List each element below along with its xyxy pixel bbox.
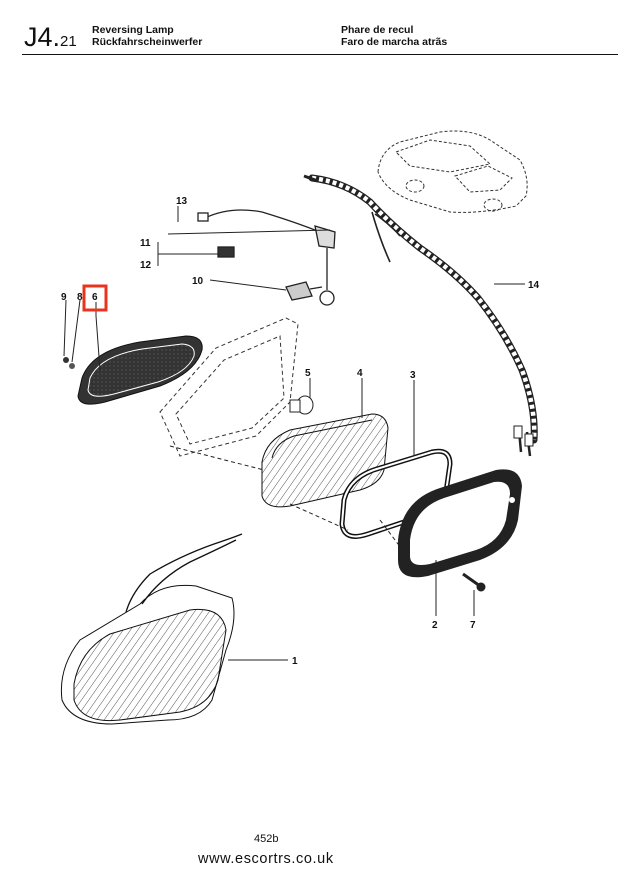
part-6-lens xyxy=(63,335,203,405)
callout-9: 9 xyxy=(61,292,67,303)
wiring-harness xyxy=(303,174,538,457)
part-2-bezel xyxy=(398,469,522,578)
drawing-reference: 452b xyxy=(254,833,279,845)
part-1-lamp-assembly xyxy=(60,533,243,725)
page-code: J4.21 xyxy=(24,24,77,55)
page-code-main: J4. xyxy=(24,22,61,52)
callout-8: 8 xyxy=(77,292,83,303)
highlight-box xyxy=(82,284,108,312)
title-french: Phare de recul xyxy=(341,24,414,36)
part-5-bulb xyxy=(289,395,314,415)
callout-2: 2 xyxy=(432,620,438,631)
callout-1: 1 xyxy=(292,656,298,667)
callout-13: 13 xyxy=(176,196,188,207)
callout-6: 6 xyxy=(92,292,98,303)
cable-assembly xyxy=(197,209,336,306)
car-outline xyxy=(377,130,528,213)
callout-4: 4 xyxy=(357,368,363,379)
website-url: www.escortrs.co.uk xyxy=(198,851,334,867)
title-german: Rückfahrscheinwerfer xyxy=(92,36,203,48)
title-english: Reversing Lamp xyxy=(92,24,174,36)
leader-lines xyxy=(63,206,525,661)
callout-14: 14 xyxy=(528,280,540,291)
callout-12: 12 xyxy=(140,260,152,271)
callout-10: 10 xyxy=(192,276,204,287)
header-rule xyxy=(22,54,618,55)
callout-7: 7 xyxy=(470,620,476,631)
body-panel-outline xyxy=(159,317,299,457)
part-4-housing xyxy=(261,413,389,508)
page-code-sub: 21 xyxy=(60,33,77,50)
callout-3: 3 xyxy=(410,370,416,381)
part-7-screw xyxy=(462,572,486,592)
callout-11: 11 xyxy=(140,238,151,249)
callout-labels: 13 11 12 10 9 8 6 5 4 3 14 1 2 7 xyxy=(61,196,540,667)
callout-5: 5 xyxy=(305,368,311,379)
title-spanish: Faro de marcha atrãs xyxy=(341,36,448,48)
